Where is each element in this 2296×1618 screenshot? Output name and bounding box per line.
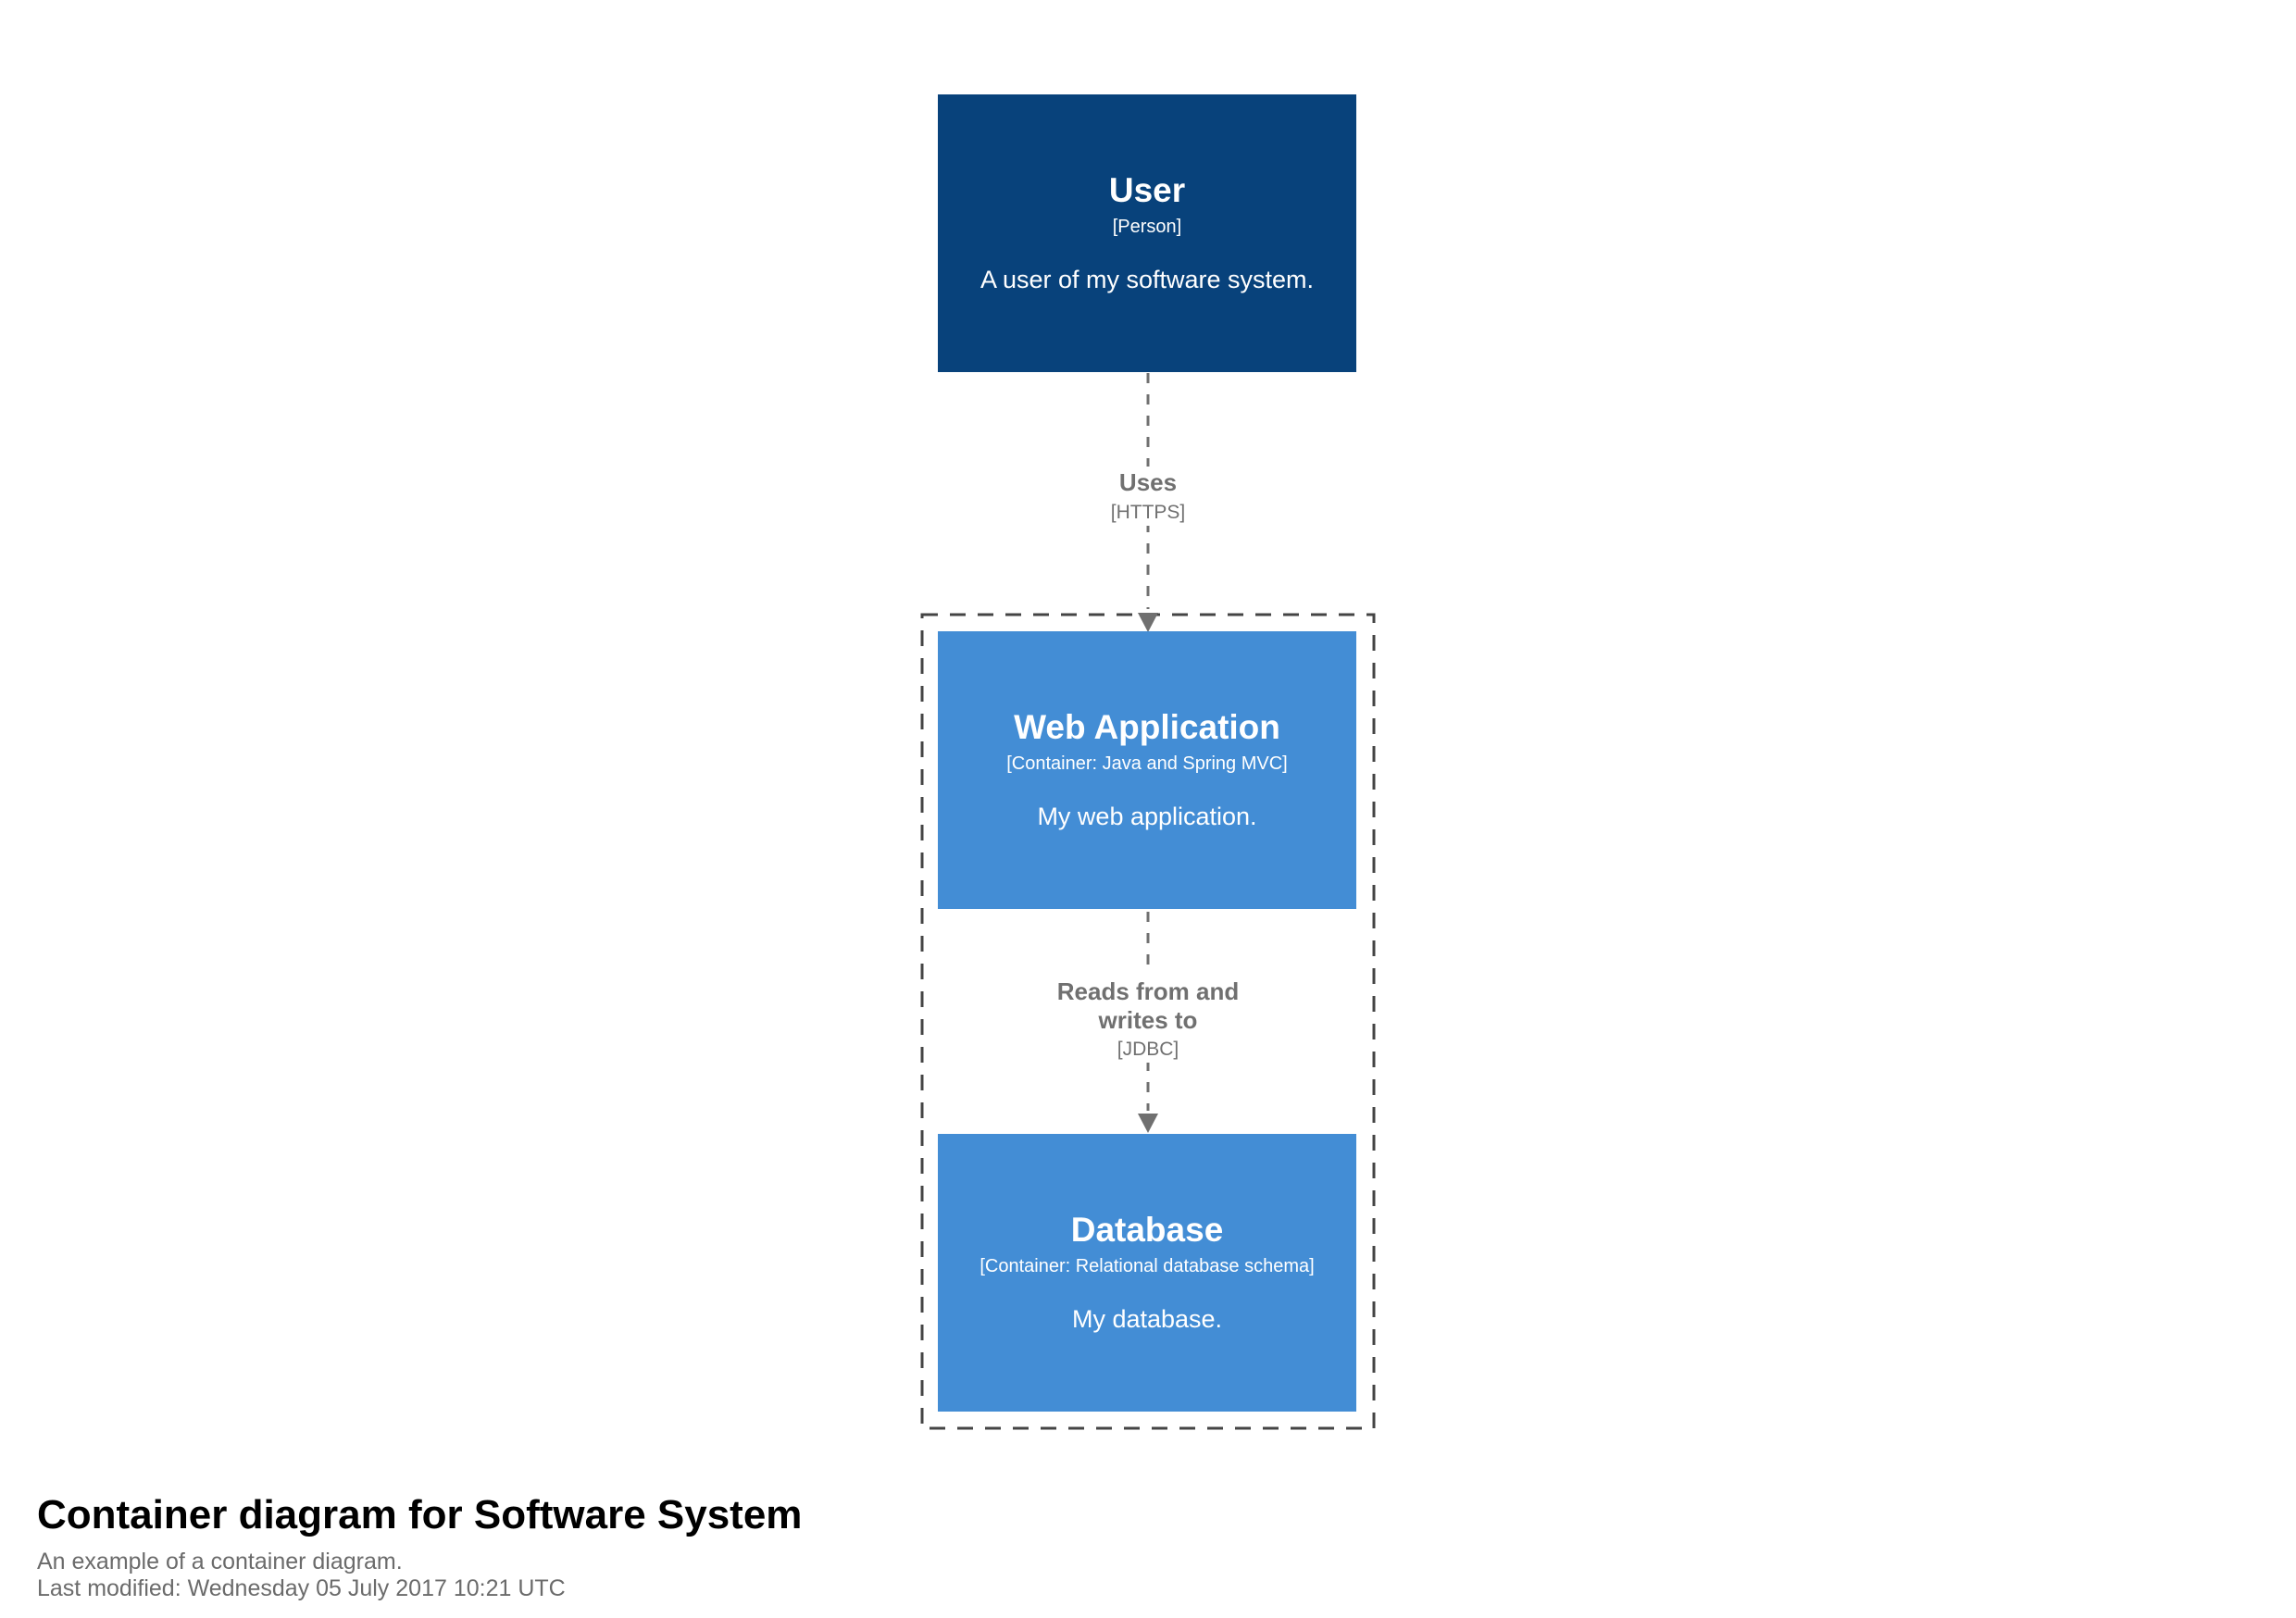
element-web-application-meta: [Container: Java and Spring MVC] xyxy=(1006,753,1288,774)
edge-jdbc-label: Reads from and writes to [JDBC] xyxy=(1027,976,1269,1064)
element-database[interactable]: Database [Container: Relational database… xyxy=(938,1134,1356,1412)
element-web-application-description: My web application. xyxy=(1037,802,1257,830)
diagram-last-modified: Last modified: Wednesday 05 July 2017 10… xyxy=(37,1574,566,1601)
element-web-application[interactable]: Web Application [Container: Java and Spr… xyxy=(938,631,1356,909)
diagram-footer: Container diagram for Software System An… xyxy=(37,1492,802,1602)
edge-uses-label-text: Uses xyxy=(1118,468,1178,496)
element-user-meta: [Person] xyxy=(1112,216,1182,237)
edge-uses-label-meta: [HTTPS] xyxy=(1110,501,1186,523)
edge-jdbc-arrowhead-icon xyxy=(1138,1114,1158,1133)
element-database-name: Database xyxy=(1070,1211,1224,1250)
edge-jdbc-label-meta: [JDBC] xyxy=(1117,1039,1179,1061)
element-user[interactable]: User [Person] A user of my software syst… xyxy=(938,94,1356,372)
element-user-description: A user of my software system. xyxy=(980,265,1315,293)
diagram-title: Container diagram for Software System xyxy=(37,1492,803,1537)
edge-jdbc-label-text: Reads from and writes to xyxy=(1056,977,1240,1034)
edge-uses-label: Uses [HTTPS] xyxy=(1101,467,1195,526)
element-user-name: User xyxy=(1108,171,1186,210)
element-web-application-name: Web Application xyxy=(1014,708,1280,747)
diagram-subtitle: An example of a container diagram. xyxy=(37,1548,403,1574)
element-database-meta: [Container: Relational database schema] xyxy=(980,1255,1315,1276)
edge-uses-arrowhead-icon xyxy=(1138,613,1158,632)
element-database-description: My database. xyxy=(1071,1304,1223,1333)
